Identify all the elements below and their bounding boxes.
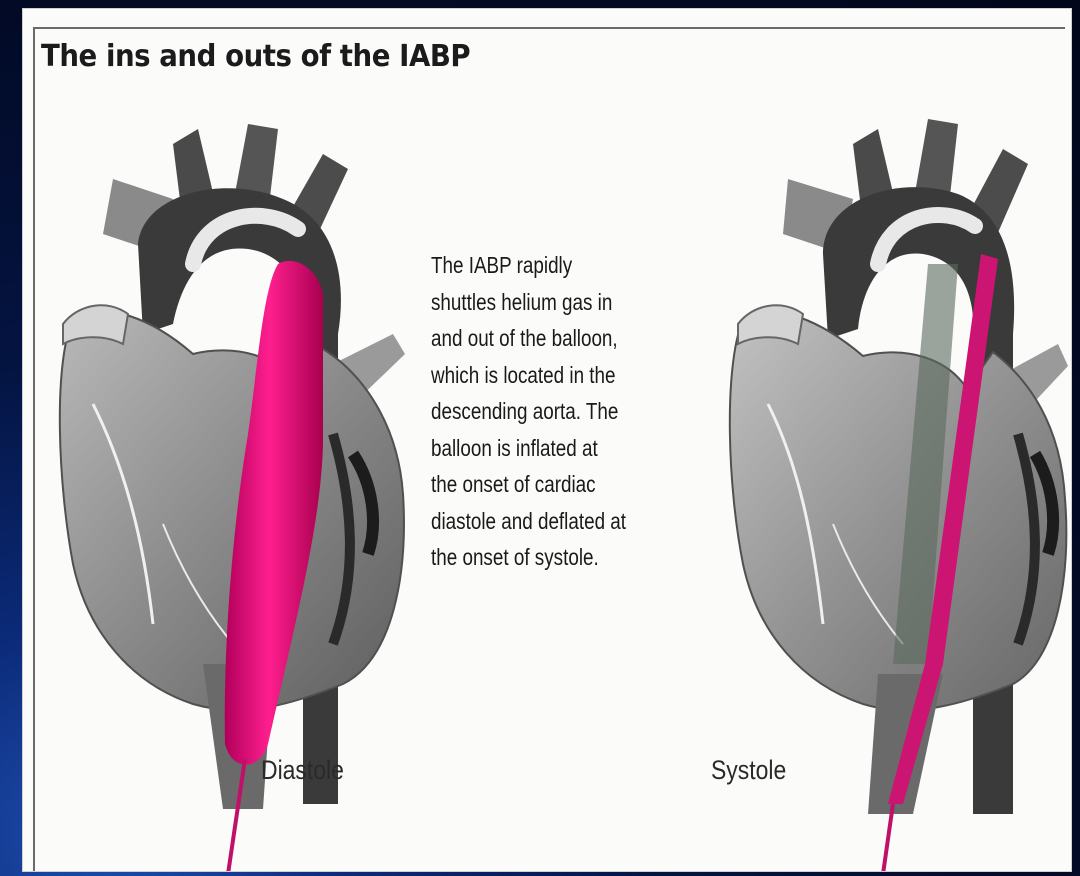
description-line: balloon is inflated at bbox=[431, 430, 677, 467]
heart-diastole-illustration bbox=[33, 104, 413, 872]
systole-label: Systole bbox=[711, 755, 786, 786]
diastole-label: Diastole bbox=[261, 755, 344, 786]
iabp-description: The IABP rapidly shuttles helium gas in … bbox=[431, 247, 677, 576]
description-line: The IABP rapidly bbox=[431, 247, 677, 284]
description-line: shuttles helium gas in bbox=[431, 284, 677, 321]
description-line: descending aorta. The bbox=[431, 393, 677, 430]
description-line: diastole and deflated at bbox=[431, 503, 677, 540]
diagram-panel: The ins and outs of the IABP bbox=[22, 8, 1072, 872]
description-line: and out of the balloon, bbox=[431, 320, 677, 357]
description-line: the onset of cardiac bbox=[431, 466, 677, 503]
diagram-title: The ins and outs of the IABP bbox=[41, 39, 470, 74]
description-line: the onset of systole. bbox=[431, 539, 677, 576]
description-line: which is located in the bbox=[431, 357, 677, 394]
